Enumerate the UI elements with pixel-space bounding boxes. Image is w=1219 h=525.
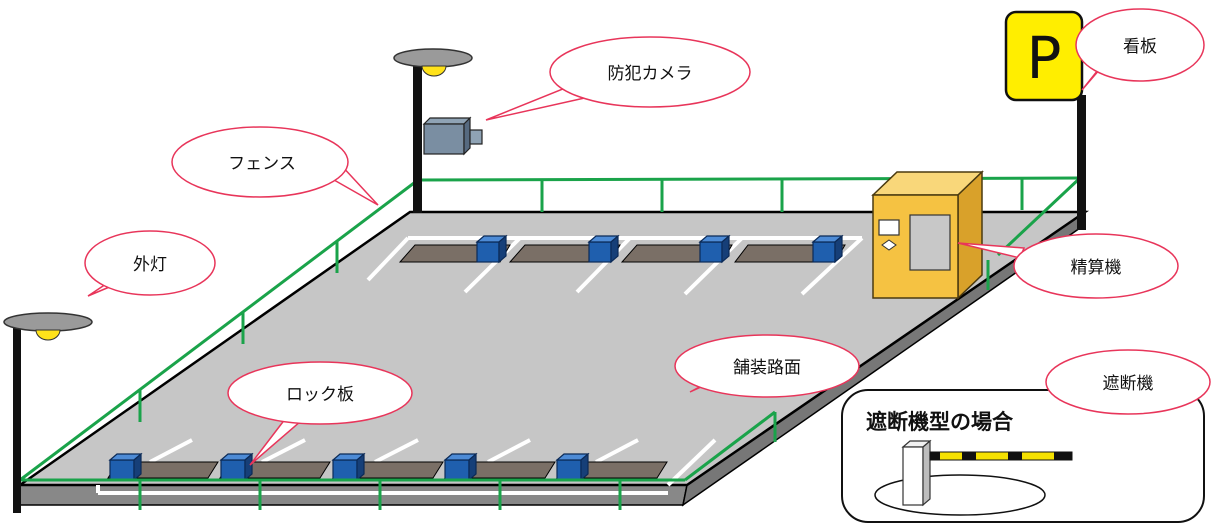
barrier-inset: 遮断機型の場合 (841, 389, 1205, 523)
barrier-gate (901, 439, 1073, 507)
callout-camera: 防犯カメラ (549, 36, 751, 108)
label-sign: 看板 (1123, 37, 1157, 57)
label-barrier: 遮断機 (1103, 374, 1154, 394)
street-light-left (3, 312, 93, 513)
label-fence: フェンス (228, 154, 296, 174)
label-lock-plate: ロック板 (286, 385, 354, 405)
callout-light: 外灯 (84, 230, 216, 296)
label-light: 外灯 (133, 255, 167, 275)
callout-barrier: 遮断機 (1045, 349, 1211, 415)
callout-fence: フェンス (171, 126, 349, 198)
label-pavement: 舗装路面 (733, 358, 801, 378)
parking-sign: P (1004, 10, 1084, 102)
label-pay-machine: 精算機 (1071, 258, 1122, 278)
label-camera: 防犯カメラ (608, 64, 693, 84)
sign-pole (1077, 95, 1086, 230)
security-camera (422, 116, 483, 156)
sign-letter: P (1027, 24, 1062, 92)
fence (19, 176, 1082, 510)
parking-lines-front (96, 438, 717, 495)
callout-pavement: 舗装路面 (674, 334, 860, 398)
callout-pay-machine: 精算機 (1013, 233, 1179, 299)
camera-pole (393, 48, 473, 213)
callout-lock-plate: ロック板 (227, 361, 413, 425)
lock-plates-back (475, 234, 844, 264)
inset-title: 遮断機型の場合 (866, 410, 1014, 434)
lock-plates-front (108, 452, 590, 482)
payment-machine (871, 170, 984, 300)
callout-sign: 看板 (1075, 8, 1205, 82)
